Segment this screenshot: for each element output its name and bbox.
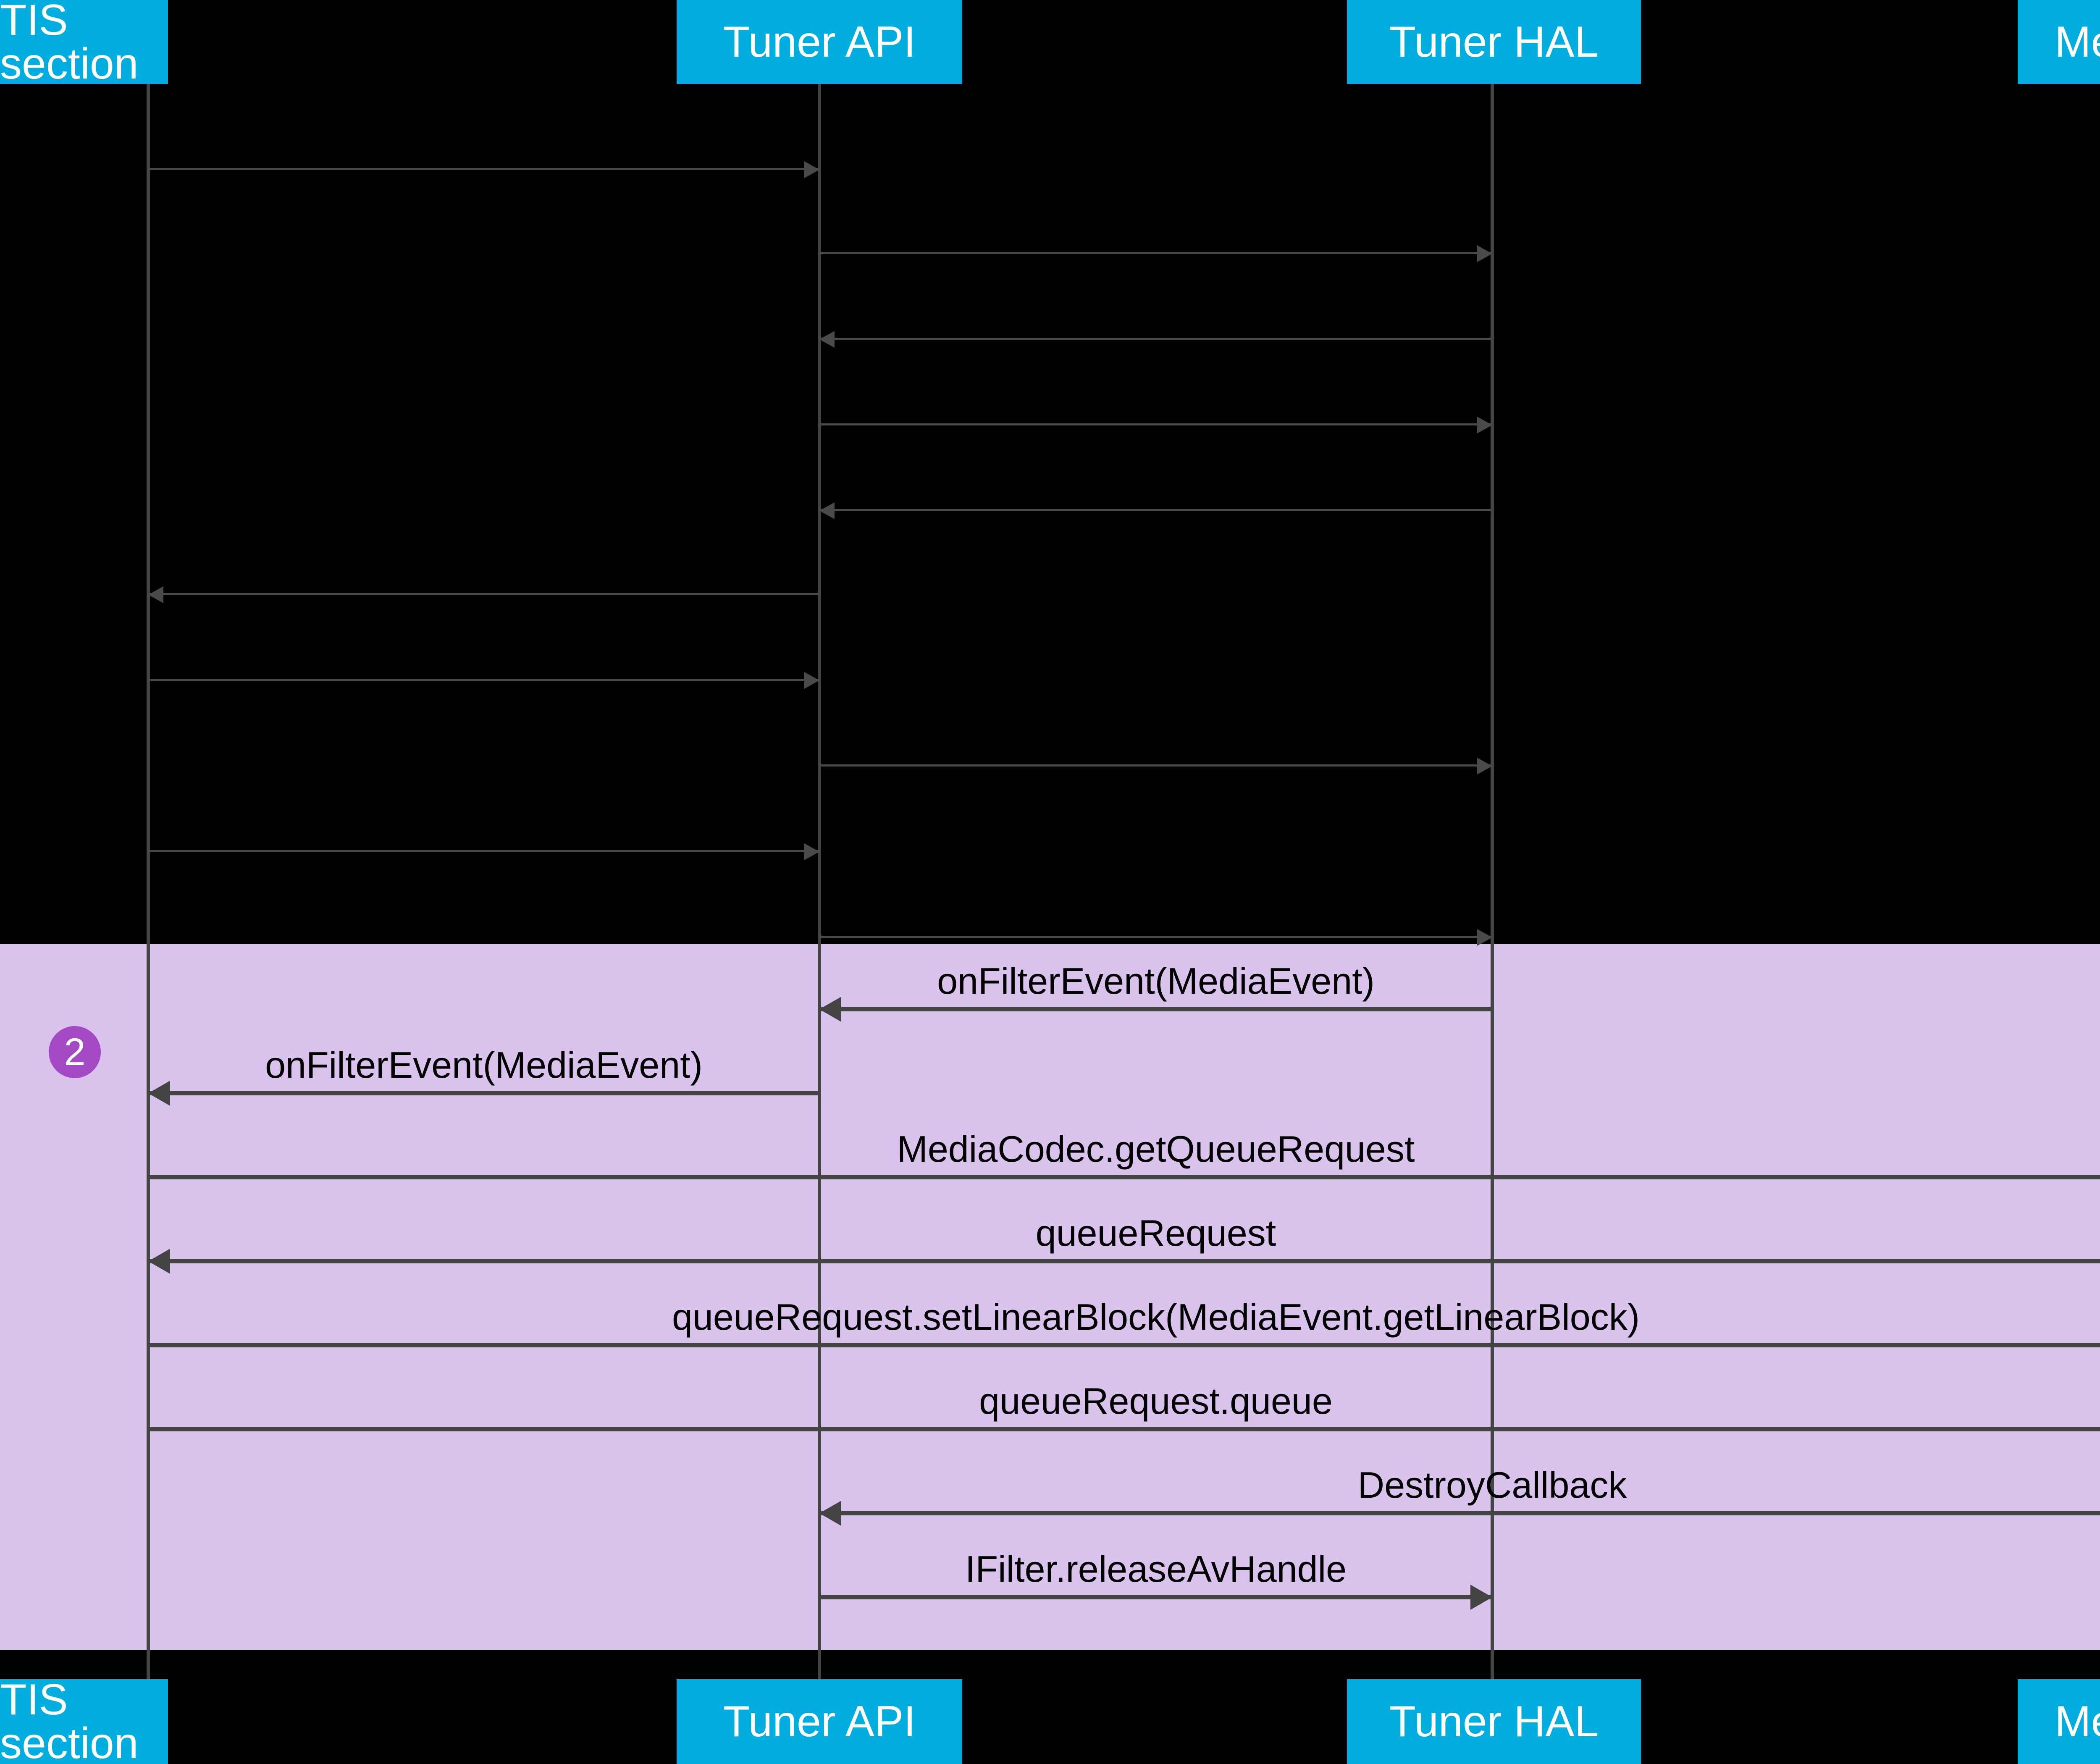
arrowhead-icon [148,1081,170,1106]
arrowhead-icon [804,672,819,689]
participant-label: MediaCodec [2055,1697,2100,1746]
arrowhead-icon [819,502,835,519]
message-line [819,252,1492,254]
arrowhead-icon [804,843,819,860]
participant-label: MediaCodec [2055,18,2100,66]
message-label: MediaCodec.getQueueRequest [897,1128,1415,1170]
arrowhead-icon [804,161,819,178]
participant-bottom-tis[interactable]: TIS section [0,1675,168,1764]
message-line [819,423,1492,425]
message-label: onFilterEvent(MediaEvent) [937,960,1375,1002]
message-label: queueRequest.queue [979,1380,1333,1422]
message-label: onFilterEvent(MediaEvent) [265,1044,703,1086]
message-line [148,1259,2100,1263]
participant-top-tis[interactable]: TIS section [0,0,168,88]
message-line [819,1511,2100,1515]
message-line [148,593,819,595]
arrowhead-icon [819,331,835,348]
message-line [148,679,819,681]
arrowhead-icon [1477,245,1492,262]
message-line [819,509,1492,511]
highlighted-fragment [0,944,2100,1650]
arrowhead-icon [1477,929,1492,946]
arrowhead-icon [819,1501,841,1526]
message-line [148,1175,2100,1179]
message-line [148,168,819,170]
message-label: DestroyCallback [1357,1464,1627,1506]
participant-bottom-mediacodec[interactable]: MediaCodec [2018,1679,2100,1764]
participant-label: Tuner API [723,18,916,66]
message-line [148,1091,819,1095]
arrowhead-icon [819,997,841,1022]
participant-label: TIS section [0,1675,139,1764]
message-line [819,1595,1492,1599]
message-line [819,764,1492,766]
message-line [148,1343,2100,1347]
participant-label: Tuner API [723,1697,916,1746]
participant-label: Tuner HAL [1389,18,1599,66]
participant-bottom-tuner_api[interactable]: Tuner API [677,1679,962,1764]
arrowhead-icon [1477,758,1492,774]
participant-label: TIS section [0,0,139,88]
message-line [819,338,1492,340]
arrowhead-icon [148,586,163,603]
participant-label: Tuner HAL [1389,1697,1599,1746]
lifeline-tis [147,84,150,1679]
arrowhead-icon [1470,1585,1492,1610]
lifeline-tuner_api [818,84,821,1679]
message-line [819,1007,1492,1011]
message-label: queueRequest.setLinearBlock(MediaEvent.g… [672,1296,1640,1338]
participant-bottom-tuner_hal[interactable]: Tuner HAL [1347,1679,1641,1764]
message-line [148,1427,2100,1431]
participant-top-tuner_api[interactable]: Tuner API [677,0,962,84]
participant-top-tuner_hal[interactable]: Tuner HAL [1347,0,1641,84]
message-line [148,850,819,852]
lifeline-tuner_hal [1491,84,1494,1679]
arrowhead-icon [1477,417,1492,433]
participant-top-mediacodec[interactable]: MediaCodec [2018,0,2100,84]
step-badge-2: 2 [49,1026,101,1078]
message-line [819,936,1492,938]
arrowhead-icon [148,1249,170,1274]
message-label: queueRequest [1035,1212,1276,1254]
message-label: IFilter.releaseAvHandle [965,1548,1347,1590]
